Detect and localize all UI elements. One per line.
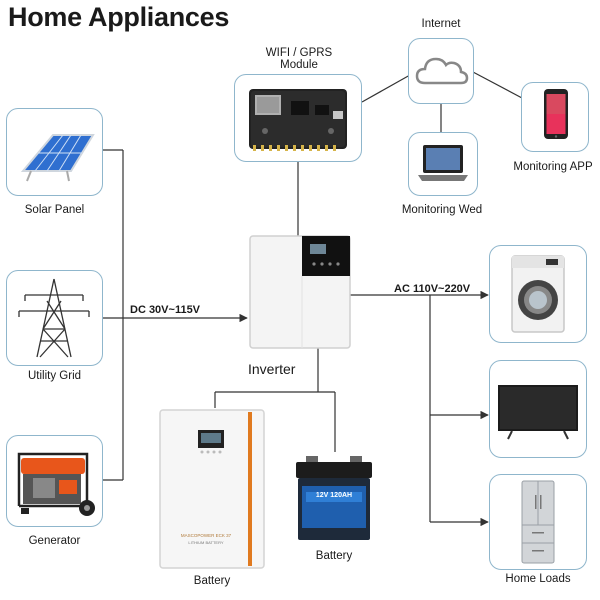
utility-grid-label: Utility Grid [27,370,82,382]
internet-box [408,38,474,104]
battery-label: Battery [315,550,353,562]
battery-pack-type: LITHIUM BATTERY [188,540,224,545]
solar-panel-icon [20,134,95,182]
inverter-label: Inverter [248,361,296,377]
dc-voltage-label: DC 30V~115V [130,304,201,316]
solar-panel-box [6,108,103,196]
television-box [489,360,587,458]
monitoring-web-label: Monitoring Wed [401,204,483,216]
battery-rating: 12V 120AH [315,492,353,499]
utility-grid-box [6,270,103,366]
refrigerator-box [489,474,587,570]
inverter-unit [248,234,352,355]
lithium-battery-pack: MASCOPOWER ECK 37 LITHIUM BATTERY [158,408,268,577]
washing-machine-box [489,245,587,343]
monitoring-app-label: Monitoring APP [513,161,593,173]
battery-pack-brand: MASCOPOWER ECK 37 [180,533,232,538]
generator-icon [17,452,95,516]
monitoring-app-box [521,82,589,152]
battery-pack-label: Battery [193,575,231,587]
laptop-icon [418,145,468,181]
smartphone-icon [544,89,568,139]
refrigerator-icon [521,480,555,564]
lead-acid-battery: 12V 120AH [292,452,376,549]
home-loads-label: Home Loads [505,573,571,585]
wifi-module-label: WIFI / GPRS Module [265,47,333,71]
generator-label: Generator [28,535,81,547]
page-title: Home Appliances [8,2,230,32]
cloud-icon [415,57,469,85]
television-icon [498,385,578,440]
solar-panel-label: Solar Panel [24,204,85,216]
ac-voltage-label: AC 110V~220V [394,283,471,295]
power-tower-icon [18,278,90,358]
car-battery-icon [296,456,372,540]
generator-box [6,435,103,527]
monitoring-web-box [408,132,478,196]
inverter-icon [249,235,351,349]
battery-pack-icon [159,409,265,569]
washing-machine-icon [511,255,565,333]
circuit-board-icon [249,89,347,151]
wifi-module-box [234,74,362,162]
internet-label: Internet [421,18,461,30]
